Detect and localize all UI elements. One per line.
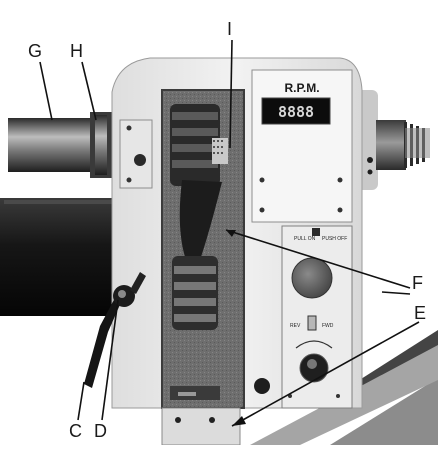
spindle bbox=[352, 90, 430, 190]
arrowhead-e bbox=[232, 416, 246, 426]
callout-i: I bbox=[227, 19, 233, 39]
leader-f-tick bbox=[381, 291, 411, 295]
leader-g bbox=[39, 61, 53, 121]
callout-g: G bbox=[28, 41, 43, 61]
upper-pulley bbox=[170, 104, 228, 186]
leader-h bbox=[81, 61, 97, 121]
direction-label-rev: REV bbox=[290, 323, 301, 329]
direction-label-fwd: FWD bbox=[322, 323, 334, 329]
leader-i bbox=[229, 39, 233, 149]
lower-pulley bbox=[172, 256, 218, 330]
jog-knob[interactable] bbox=[254, 378, 270, 394]
leader-d bbox=[101, 299, 119, 421]
arrowhead-f bbox=[226, 230, 236, 237]
rpm-panel: R.P.M. 8888 bbox=[251, 69, 353, 223]
base-bracket bbox=[161, 407, 241, 446]
belt-compartment bbox=[161, 89, 245, 409]
callout-e: E bbox=[414, 303, 427, 323]
leader-c bbox=[77, 381, 85, 421]
drive-belt bbox=[179, 180, 222, 260]
direction-toggle[interactable] bbox=[307, 315, 317, 331]
leader-lines bbox=[39, 39, 420, 427]
power-switch-button[interactable] bbox=[291, 257, 333, 299]
leader-e bbox=[231, 321, 420, 427]
callout-c: C bbox=[69, 421, 82, 441]
rpm-display: 8888 bbox=[278, 103, 314, 121]
leader-f bbox=[225, 229, 411, 289]
switch-label-off: PUSH OFF bbox=[322, 236, 347, 242]
callout-h: H bbox=[70, 41, 83, 61]
callout-d: D bbox=[94, 421, 107, 441]
control-box: PULL ON PUSH OFF REV FWD bbox=[281, 225, 353, 409]
switch-label-on: PULL ON bbox=[294, 236, 316, 242]
rpm-label: R.P.M. bbox=[284, 81, 319, 95]
quill-shaft bbox=[8, 112, 112, 178]
callout-f: F bbox=[412, 273, 423, 293]
